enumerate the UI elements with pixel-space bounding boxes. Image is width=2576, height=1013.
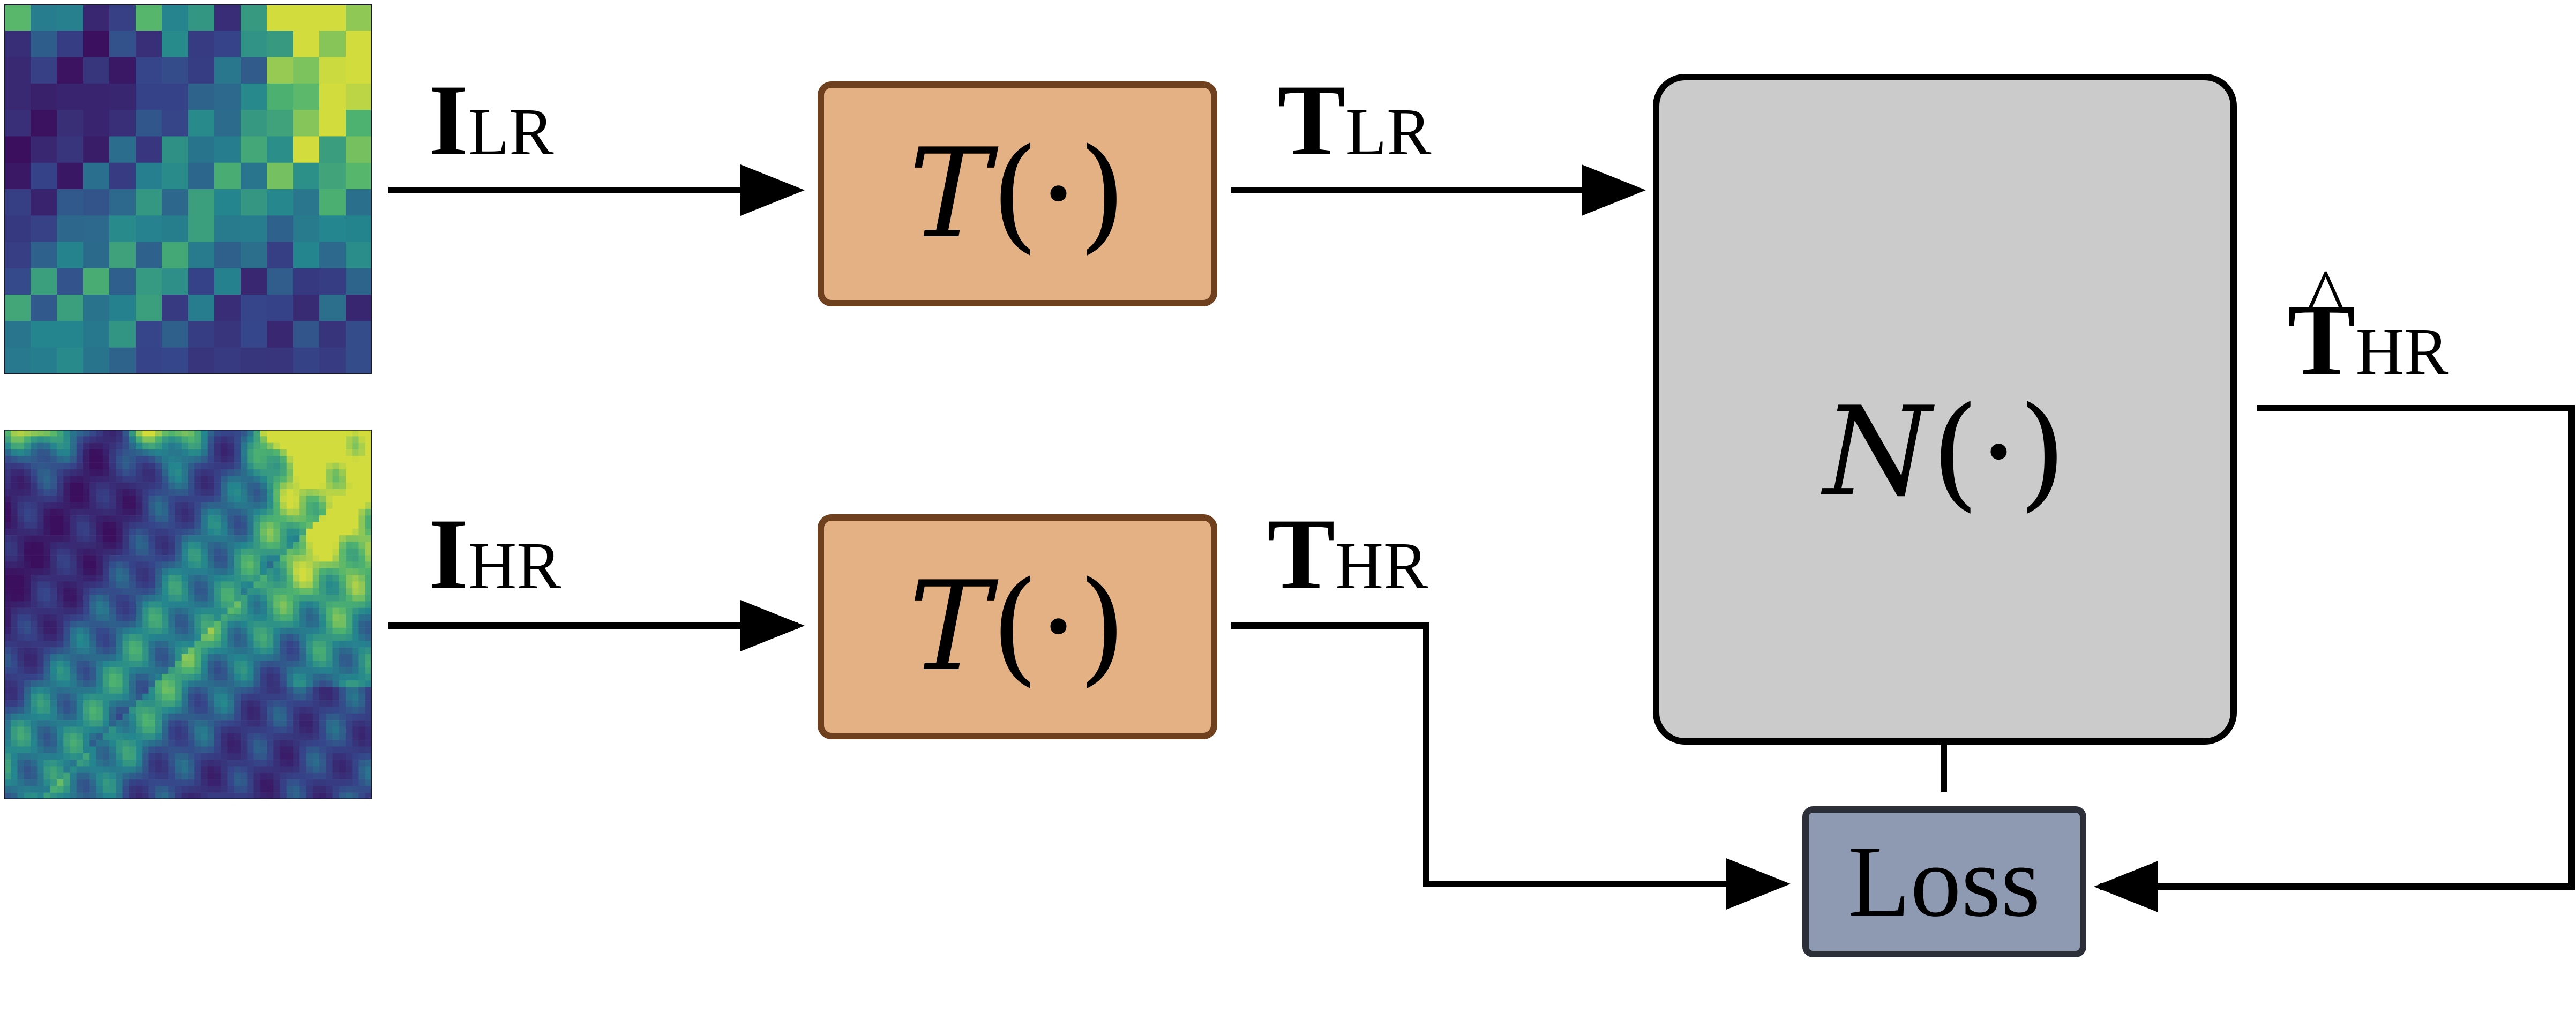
label-i-lr-sub: LR bbox=[468, 95, 554, 169]
transform-lr-symbol: T bbox=[909, 122, 991, 266]
label-t-hr-sub: HR bbox=[1335, 529, 1428, 603]
loss-label: Loss bbox=[1848, 826, 2041, 938]
transform-lr-arg: (·) bbox=[991, 122, 1126, 266]
label-i-hr-main: I bbox=[429, 498, 468, 611]
label-t-hr-hat-sub: HR bbox=[2355, 315, 2449, 389]
network-arg: (·) bbox=[1931, 380, 2066, 524]
transform-hr-symbol: T bbox=[909, 555, 991, 699]
transform-lr-formula: T(·) bbox=[909, 123, 1126, 266]
label-i-hr-sub: HR bbox=[468, 529, 561, 603]
label-i-hr: IHR bbox=[429, 504, 561, 605]
label-t-lr-sub: LR bbox=[1345, 95, 1432, 169]
low-res-heatmap-image bbox=[4, 4, 372, 374]
label-i-lr-main: I bbox=[429, 64, 468, 177]
transform-box-lr: T(·) bbox=[818, 81, 1217, 306]
label-t-hr-hat: THR bbox=[2288, 257, 2449, 391]
arrow-thr-hat-to-loss bbox=[2094, 405, 2575, 912]
network-box: N(·) bbox=[1653, 74, 2237, 745]
arrow-thr-to-loss bbox=[1231, 622, 1791, 910]
loss-box: Loss bbox=[1802, 806, 2086, 957]
label-i-lr: ILR bbox=[429, 70, 554, 171]
network-symbol: N bbox=[1823, 380, 1931, 524]
high-res-heatmap-image bbox=[4, 430, 372, 799]
transform-hr-arg: (·) bbox=[991, 555, 1126, 699]
label-t-hr-hat-main: T bbox=[2288, 257, 2356, 391]
label-t-hr: THR bbox=[1267, 504, 1428, 605]
label-t-lr: TLR bbox=[1278, 70, 1431, 171]
transform-box-hr: T(·) bbox=[818, 514, 1217, 739]
transform-hr-formula: T(·) bbox=[909, 556, 1126, 699]
label-t-hr-main: T bbox=[1267, 498, 1335, 611]
network-formula: N(·) bbox=[1823, 381, 2066, 524]
label-t-lr-main: T bbox=[1278, 64, 1346, 177]
